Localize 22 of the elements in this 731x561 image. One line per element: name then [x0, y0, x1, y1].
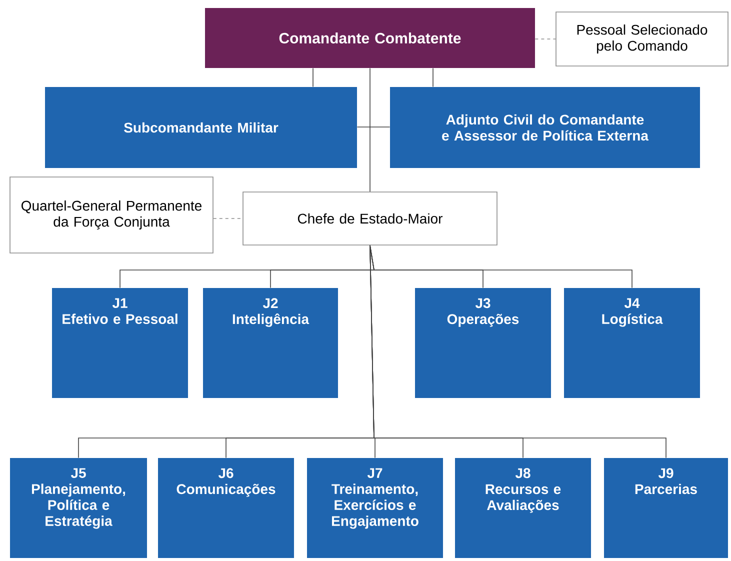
note-box: Quartel-General Permanente da Força Conjunta — [10, 176, 214, 254]
connector — [370, 244, 632, 288]
connector — [356, 126, 390, 128]
staff-directorate-box: J7 Treinamento, Exercícios e Engajamento — [307, 458, 443, 558]
note-box: Pessoal Selecionado pelo Comando — [556, 12, 728, 66]
connector — [432, 68, 434, 88]
connector — [370, 244, 666, 458]
staff-directorate-box: J3 Operações — [415, 288, 551, 398]
staff-directorate-box: J5 Planejamento, Política e Estratégia — [10, 458, 147, 558]
connector — [312, 68, 314, 88]
commander-box: Comandante Combatente — [205, 8, 535, 68]
office-box: Subcomandante Militar — [45, 87, 357, 168]
chief-box: Chefe de Estado-Maior — [242, 192, 498, 246]
staff-directorate-box: J4 Logística — [564, 288, 700, 398]
staff-directorate-box: J8 Recursos e Avaliações — [455, 458, 591, 558]
staff-directorate-box: J2 Inteligência — [203, 288, 338, 398]
staff-directorate-box: J6 Comunicações — [158, 458, 294, 558]
staff-directorate-box: J9 Parcerias — [604, 458, 728, 558]
connector — [534, 38, 556, 40]
staff-directorate-box: J1 Efetivo e Pessoal — [52, 288, 188, 398]
connector — [213, 218, 243, 219]
office-box: Adjunto Civil do Comandante e Assessor de Política Externa — [390, 87, 700, 168]
